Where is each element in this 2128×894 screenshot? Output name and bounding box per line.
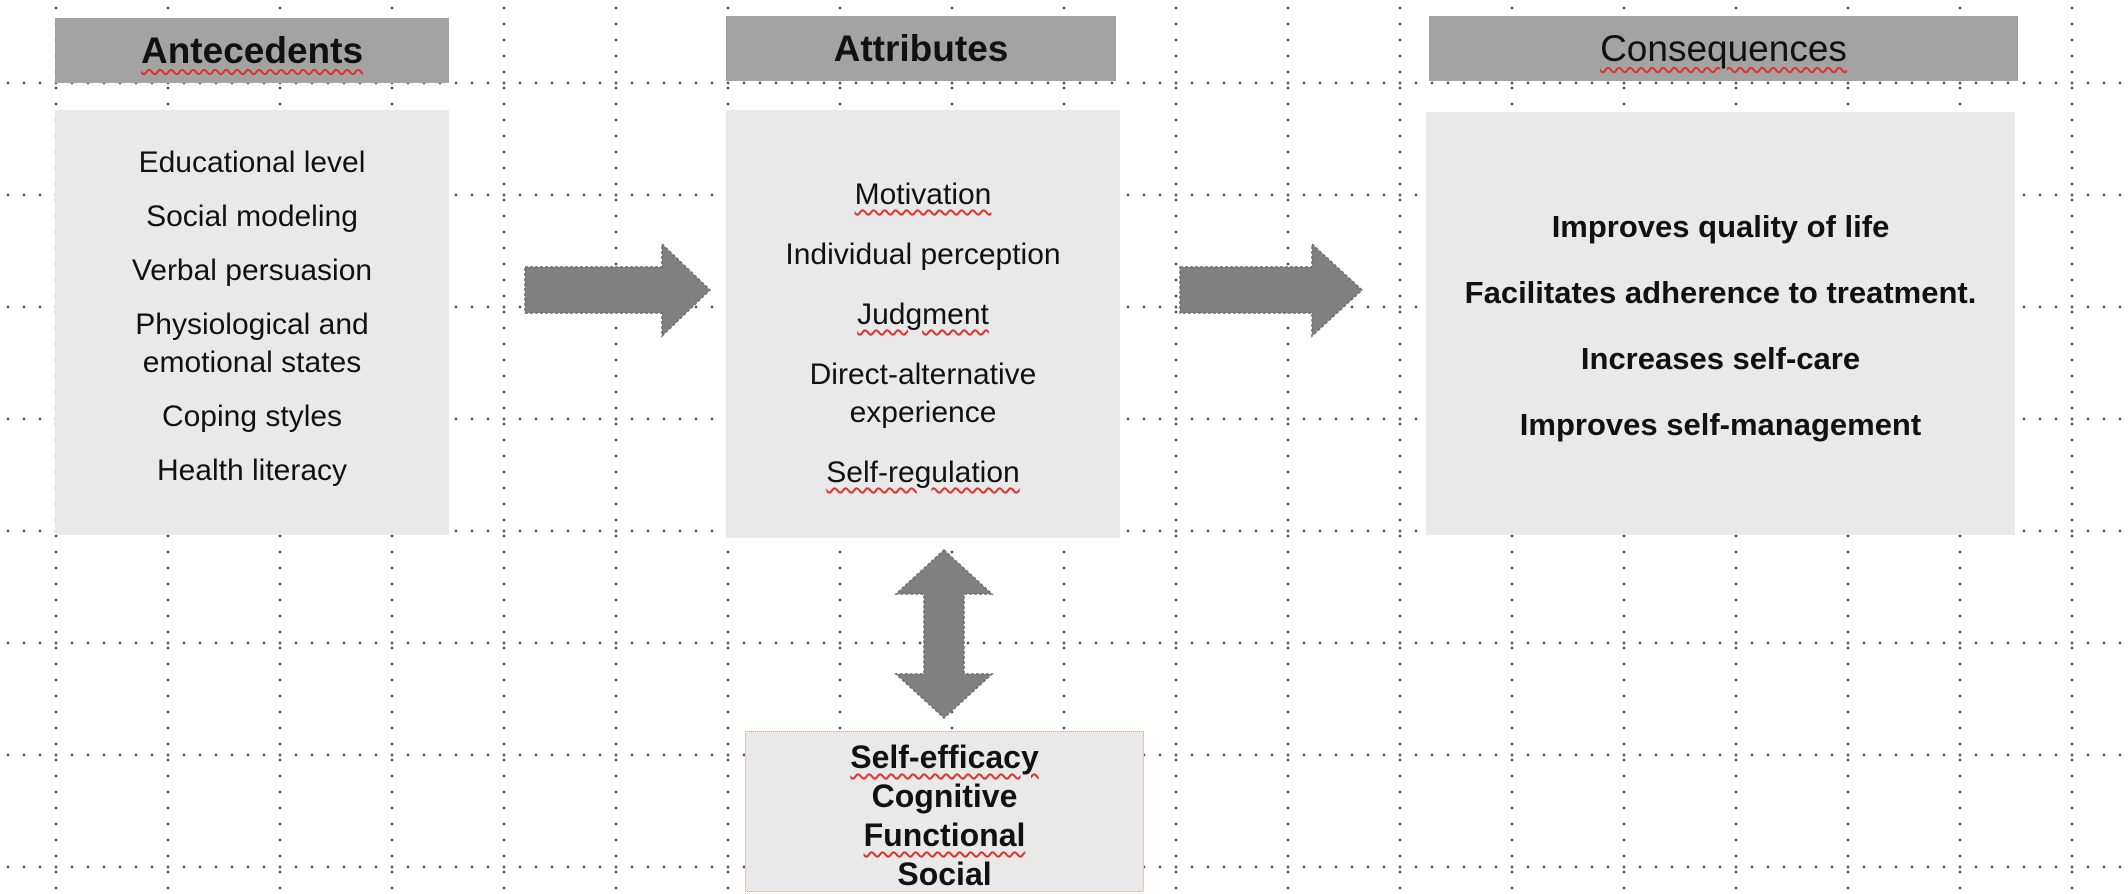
antecedents-header: Antecedents (55, 18, 449, 83)
attribute-item: Motivation (854, 178, 992, 211)
self-efficacy-item: Self-efficacy (850, 739, 1039, 775)
consequence-item: Facilitates adherence to treatment. (1464, 275, 1977, 310)
antecedents-panel: Educational level Social modeling Verbal… (55, 110, 449, 535)
attribute-item: Individual perception (785, 236, 1060, 274)
attributes-header: Attributes (726, 16, 1116, 81)
self-efficacy-panel: Self-efficacy Cognitive Functional Socia… (745, 731, 1144, 892)
right-arrow-icon (524, 242, 712, 338)
consequence-item: Improves quality of life (1551, 209, 1890, 244)
consequences-header: Consequences (1429, 16, 2018, 81)
consequence-item: Increases self-care (1580, 341, 1861, 376)
attribute-item: Self-regulation (826, 456, 1020, 489)
consequence-item: Improves self-management (1519, 407, 1922, 442)
antecedent-item: Verbal persuasion (131, 254, 373, 287)
attribute-item-text: Individual perception (785, 238, 1061, 271)
consequences-title: Consequences (1600, 27, 1847, 69)
self-efficacy-item: Functional (863, 817, 1026, 853)
attributes-panel: Motivation Individual perception Judgmen… (726, 110, 1120, 538)
antecedent-item: Social modeling (146, 200, 358, 233)
self-efficacy-item: Cognitive (871, 778, 1018, 814)
double-arrow-icon (894, 548, 994, 720)
attributes-title: Attributes (833, 27, 1009, 69)
antecedents-title: Antecedents (140, 29, 364, 71)
antecedent-item: Health literacy (156, 454, 348, 487)
consequences-panel: Improves quality of life Facilitates adh… (1426, 112, 2015, 535)
self-efficacy-item: Social (897, 856, 992, 892)
right-arrow-icon (1179, 242, 1364, 338)
antecedent-item: Educational level (138, 146, 366, 179)
antecedent-item: Physiological and emotional states (135, 308, 369, 379)
antecedent-item: Coping styles (161, 400, 343, 433)
attribute-item: Judgment (857, 298, 989, 331)
attribute-item: Direct-alternative experience (809, 358, 1037, 429)
